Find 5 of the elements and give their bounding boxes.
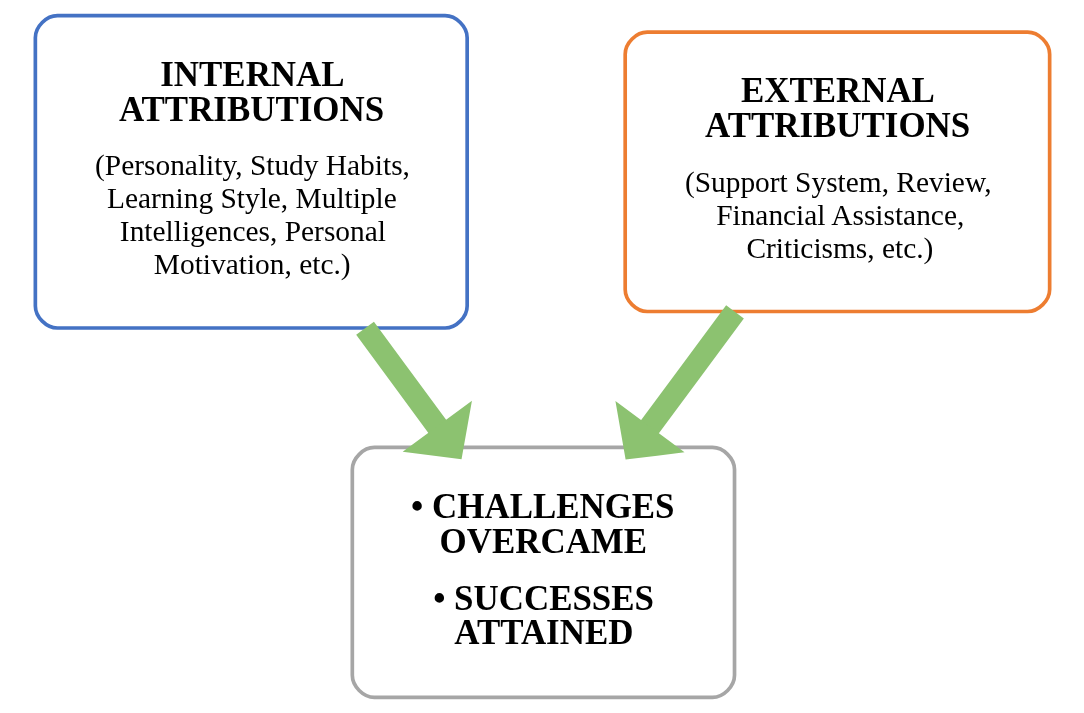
arrow (614, 305, 744, 460)
arrow (355, 321, 472, 460)
node-box: • CHALLENGES OVERCAME • SUCCESSES ATTAINED (350, 445, 736, 700)
node-box: EXTERNAL ATTRIBUTIONS (Support System, Review, Financial Assistance, Criticisms, etc.) (622, 30, 1051, 314)
node-box: INTERNAL ATTRIBUTIONS (Personality, Study Habits, Learning Style, Multiple Intelligences, Personal Motivation, etc.) (33, 13, 469, 330)
